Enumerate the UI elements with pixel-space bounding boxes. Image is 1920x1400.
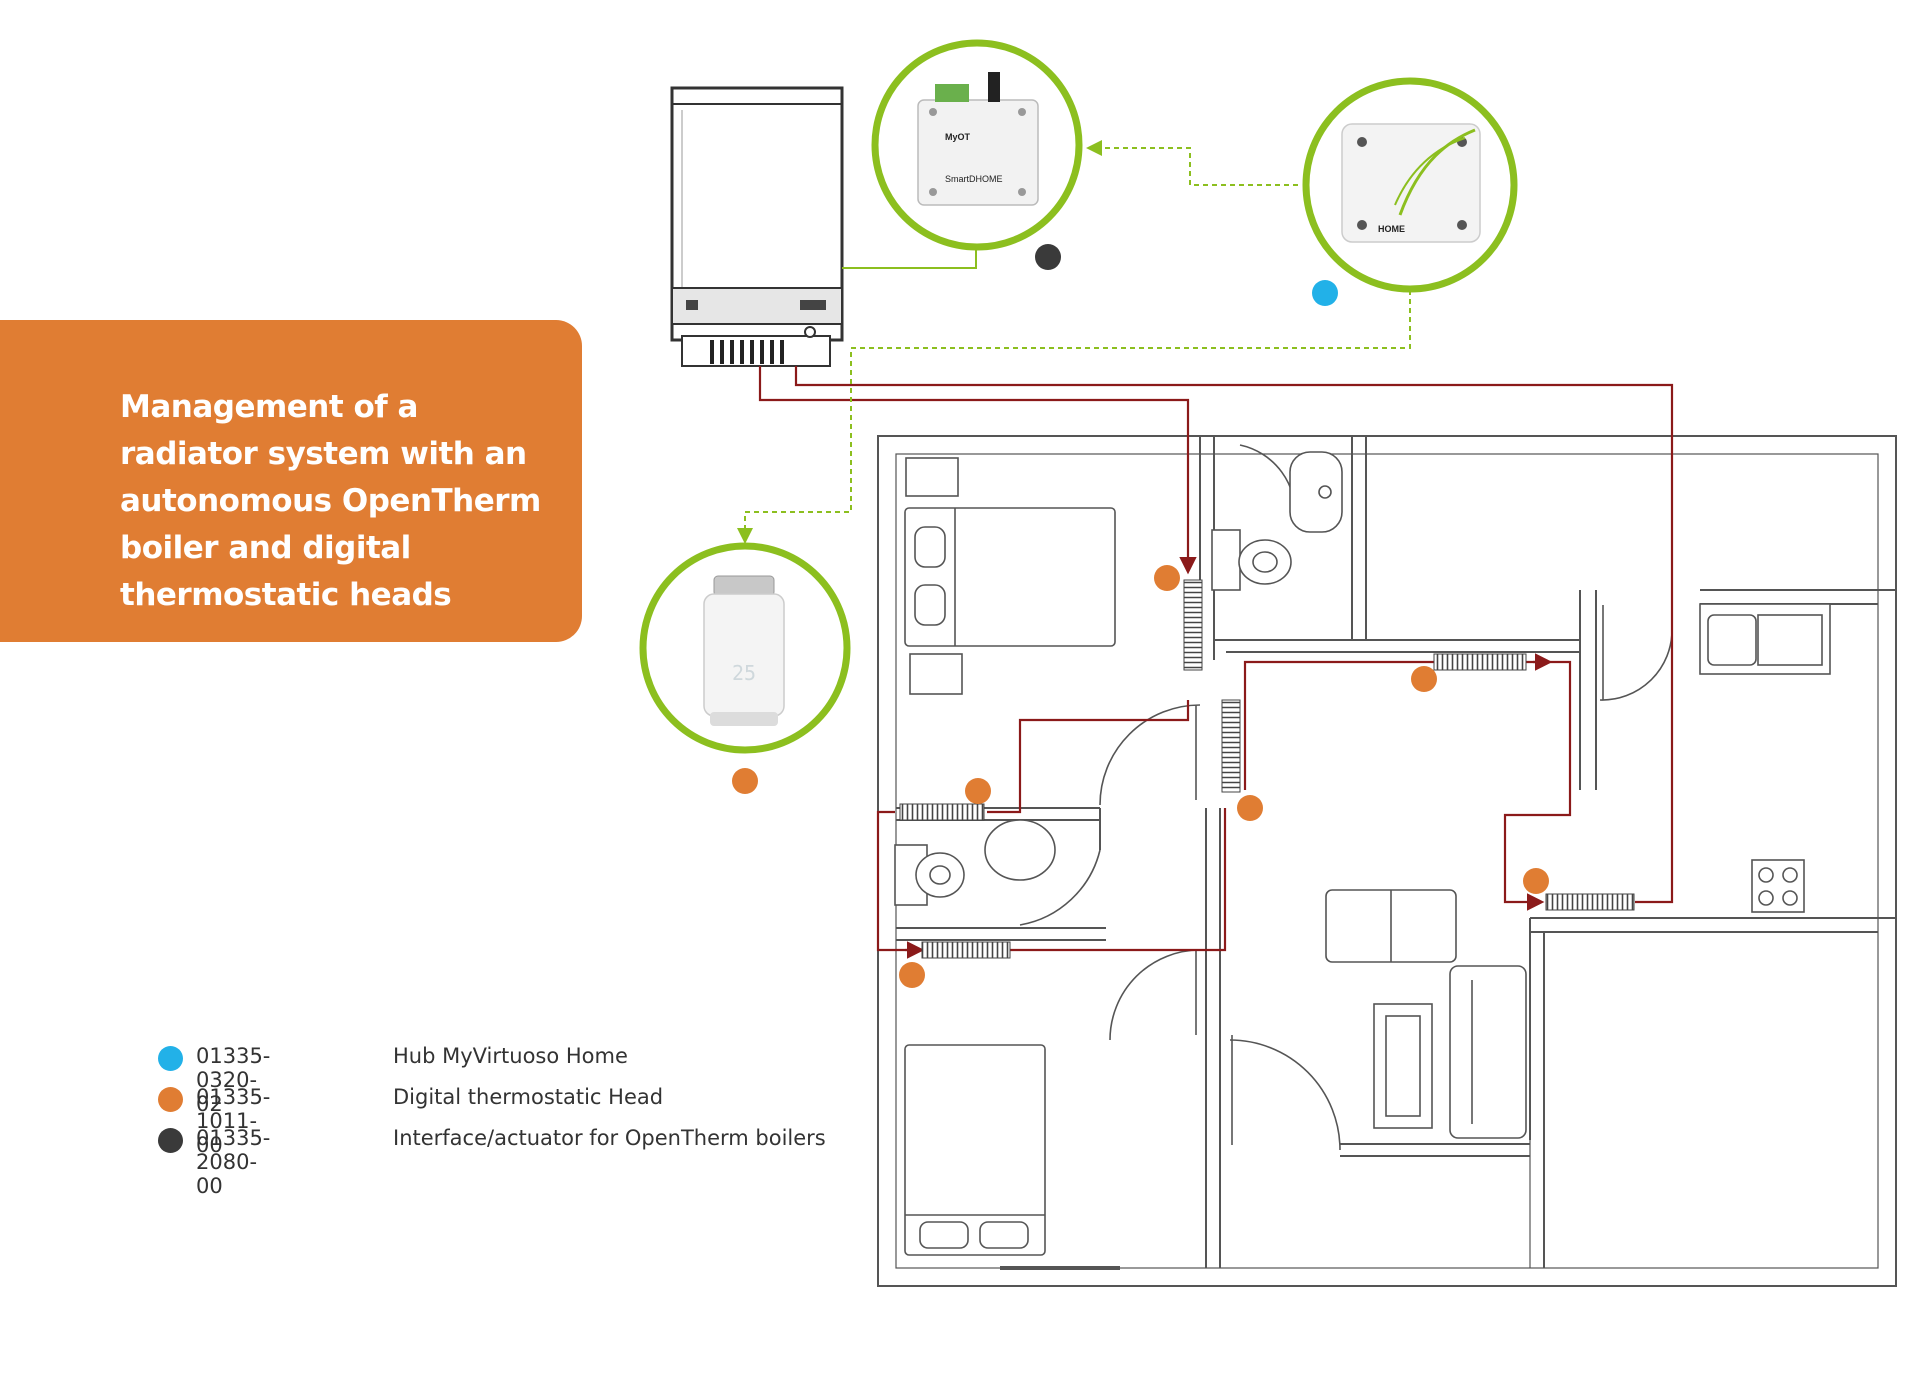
thermostatic-head-marker (1411, 666, 1437, 692)
legend-description: Hub MyVirtuoso Home (393, 1044, 628, 1068)
title-panel: Management of a radiator system with an … (0, 320, 582, 642)
page-title: Management of a radiator system with an … (120, 389, 541, 613)
legend-description: Interface/actuator for OpenTherm boilers (393, 1126, 826, 1150)
thermostatic-head-marker (1154, 565, 1180, 591)
hub-marker (1312, 280, 1338, 306)
interface-brand: SmartDHOME (945, 174, 1003, 184)
thermostatic-head-marker (1523, 868, 1549, 894)
legend-description: Digital thermostatic Head (393, 1085, 664, 1109)
legend-code: 01335-1011-00 (196, 1085, 271, 1157)
wireless-links (737, 140, 1411, 544)
hub-brand: HOME (1378, 224, 1405, 234)
doors (1019, 444, 1673, 1151)
thermostatic-head-device-marker (732, 768, 758, 794)
radiator (1433, 653, 1527, 671)
boiler-icon (670, 86, 844, 367)
floor-plan (877, 435, 1897, 1287)
radiator (1183, 579, 1203, 671)
interface-label: MyOT (945, 132, 971, 142)
thermostatic-head-marker (965, 778, 991, 804)
radiator (921, 941, 1011, 959)
interface-wire (842, 250, 977, 269)
legend-dot-thermostatic-head (158, 1087, 183, 1112)
thermostat-display: 25 (732, 661, 756, 685)
hub-icon: HOME (1302, 77, 1518, 293)
thermostatic-head-icon: 25 (639, 542, 851, 754)
thermostatic-head-marker (899, 962, 925, 988)
opentherm-interface-icon: MyOT SmartDHOME (871, 39, 1083, 251)
legend-code: 01335-2080-00 (196, 1126, 271, 1198)
radiator (1221, 699, 1241, 793)
legend-dot-interface (158, 1128, 183, 1153)
legend-dot-hub (158, 1046, 183, 1071)
radiator (899, 803, 985, 821)
thermostatic-head-marker (1237, 795, 1263, 821)
thermostatic-head-markers (899, 565, 1549, 988)
legend-code: 01335-0320-02 (196, 1044, 271, 1116)
furniture (894, 451, 1831, 1256)
interface-marker (1035, 244, 1061, 270)
radiators (899, 579, 1635, 959)
radiator (1545, 893, 1635, 911)
